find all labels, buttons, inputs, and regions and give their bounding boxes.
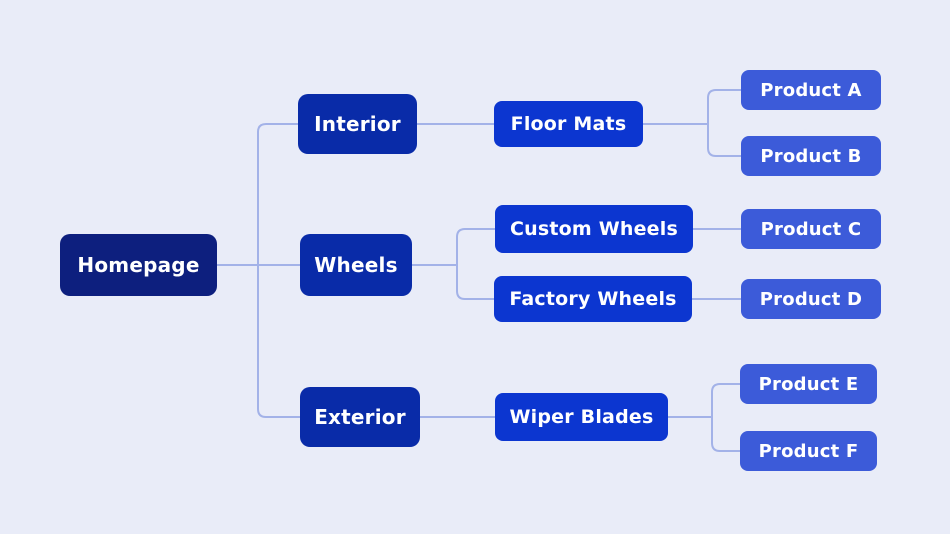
connector-homepage-interior-exterior (257, 123, 300, 418)
node-product-e[interactable]: Product E (740, 364, 877, 404)
node-label: Floor Mats (510, 113, 627, 135)
node-factory-wheels[interactable]: Factory Wheels (494, 276, 692, 322)
node-wiper-blades[interactable]: Wiper Blades (495, 393, 668, 441)
node-label: Product B (760, 145, 862, 167)
node-label: Product F (758, 440, 859, 462)
node-wheels[interactable]: Wheels (300, 234, 412, 296)
connector-floor-mats-products-ab (707, 89, 741, 157)
node-product-c[interactable]: Product C (741, 209, 881, 249)
node-label: Factory Wheels (509, 288, 677, 310)
node-label: Exterior (314, 405, 406, 429)
node-product-f[interactable]: Product F (740, 431, 877, 471)
node-product-a[interactable]: Product A (741, 70, 881, 110)
node-label: Homepage (77, 253, 200, 277)
node-product-d[interactable]: Product D (741, 279, 881, 319)
node-label: Product A (760, 79, 862, 101)
node-label: Wiper Blades (509, 406, 654, 428)
connector-wiper-blades-products-ef (711, 383, 740, 452)
node-label: Custom Wheels (509, 218, 678, 240)
node-label: Product D (759, 288, 863, 310)
node-interior[interactable]: Interior (298, 94, 417, 154)
node-exterior[interactable]: Exterior (300, 387, 420, 447)
node-product-b[interactable]: Product B (741, 136, 881, 176)
node-custom-wheels[interactable]: Custom Wheels (495, 205, 693, 253)
node-label: Interior (314, 112, 401, 136)
node-label: Product C (760, 218, 862, 240)
node-label: Wheels (314, 253, 398, 277)
node-floor-mats[interactable]: Floor Mats (494, 101, 643, 147)
node-homepage[interactable]: Homepage (60, 234, 217, 296)
node-label: Product E (758, 373, 859, 395)
connector-wheels-sub (456, 228, 495, 300)
